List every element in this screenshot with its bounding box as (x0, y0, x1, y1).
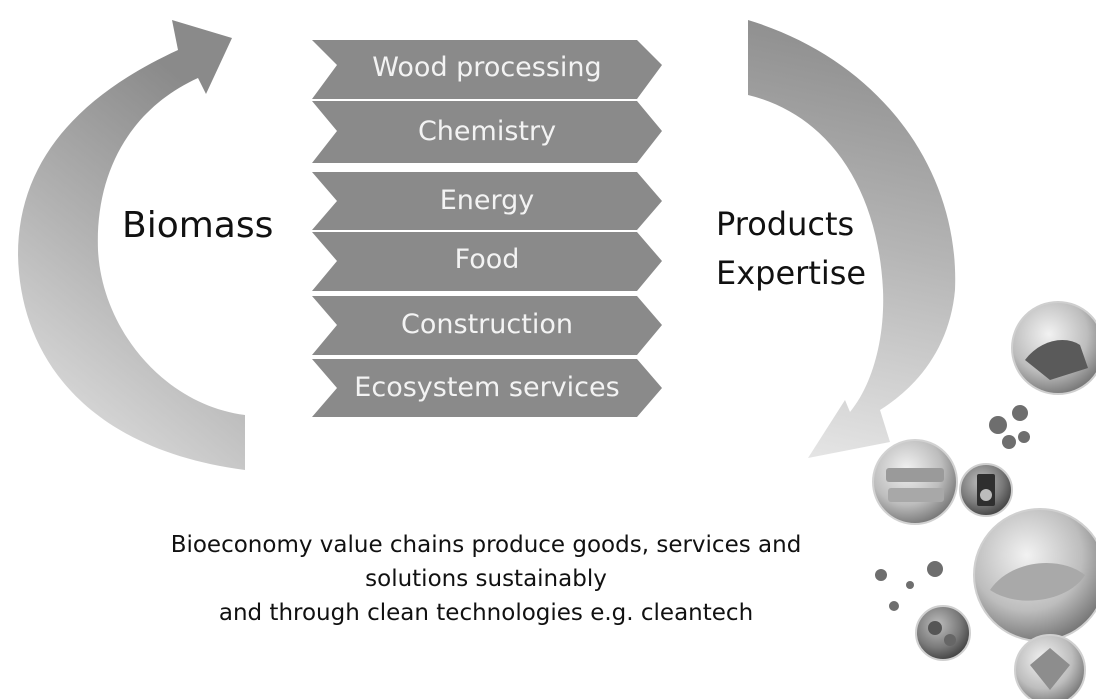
sector-label-construction: Construction (401, 309, 573, 340)
sector-chevron-chemistry (312, 101, 662, 163)
berry-icon (928, 621, 942, 635)
caption-line-1: Bioeconomy value chains produce goods, s… (170, 532, 802, 558)
diagram-caption: Bioeconomy value chains produce goods, s… (130, 528, 842, 630)
left-cycle-arrow-icon (18, 20, 245, 470)
sector-label-ecosystem-services: Ecosystem services (354, 372, 620, 403)
package-shape-icon-2 (888, 488, 944, 502)
decor-dot (906, 581, 914, 589)
decor-dots (875, 405, 1030, 611)
right-cycle-arrow-icon (748, 20, 956, 458)
sector-label-food: Food (454, 244, 520, 275)
package-shape-icon (886, 468, 944, 482)
decor-photo-cluster (872, 301, 1096, 699)
sector-chevron-ecosystem-services (312, 359, 662, 417)
sector-chevron-construction (312, 296, 662, 355)
decor-dot (989, 416, 1007, 434)
berry-icon-2 (944, 634, 956, 646)
decor-dot (875, 569, 887, 581)
speaker-cone-icon (980, 489, 992, 501)
decor-dot (889, 601, 899, 611)
fish-shape-icon (990, 563, 1085, 601)
photo-circle-berries-icon (915, 605, 971, 661)
sector-chevrons (312, 40, 662, 417)
biomass-label: Biomass (122, 205, 274, 246)
shape-facets-icon (1030, 648, 1070, 690)
sector-chevron-food (312, 232, 662, 291)
sector-label-wood-processing: Wood processing (372, 52, 602, 83)
caption-line-3: and through clean technologies e.g. clea… (218, 600, 754, 626)
sector-chevron-wood-processing (312, 40, 662, 99)
sector-label-chemistry: Chemistry (417, 116, 557, 147)
decor-dot (1002, 435, 1016, 449)
decor-dot (1012, 405, 1028, 421)
products-label: Products (716, 205, 855, 243)
caption-line-2: solutions sustainably (365, 566, 607, 592)
sector-chevron-energy (312, 172, 662, 230)
expertise-label: Expertise (716, 254, 867, 292)
hand-shape-icon (1025, 340, 1088, 380)
decor-dot (927, 561, 943, 577)
sector-label-energy: Energy (439, 185, 535, 216)
decor-dot (1018, 431, 1030, 443)
